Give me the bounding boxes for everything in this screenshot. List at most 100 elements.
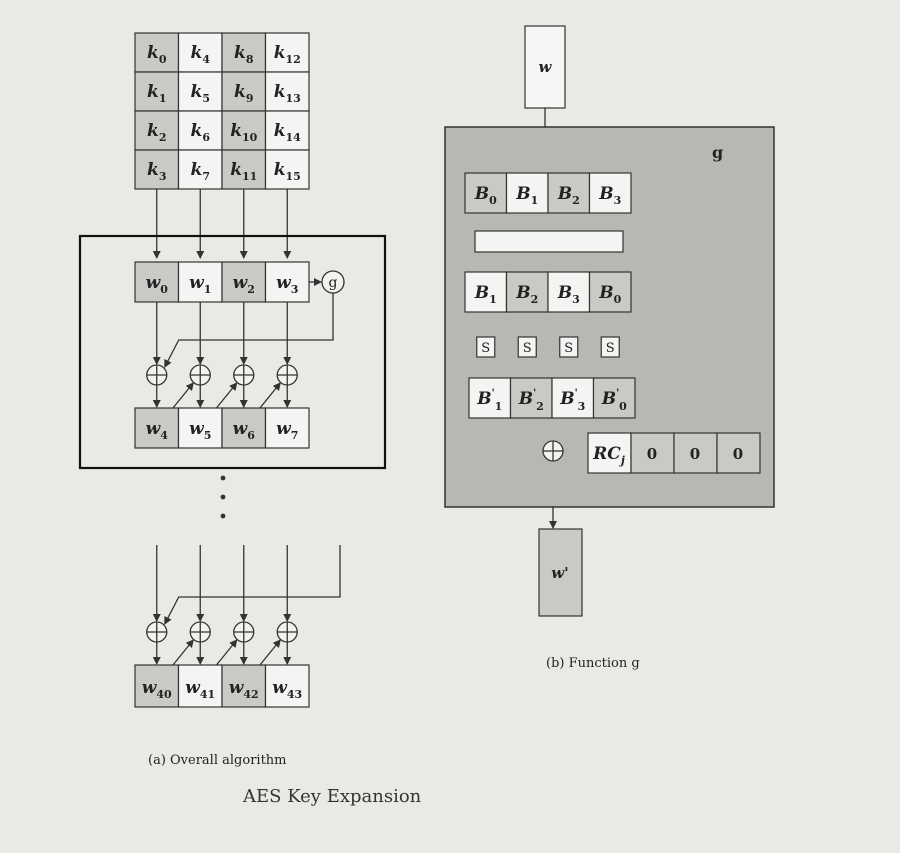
word-cell: [134, 407, 180, 449]
key-cell-label: k12: [274, 43, 301, 66]
function-g-label: g: [712, 143, 723, 162]
key-cell-label: k13: [274, 82, 301, 105]
byte-cell: [588, 172, 632, 214]
caption-overall-algorithm: (a) Overall algorithm: [148, 753, 287, 768]
key-cell-label: k9: [234, 82, 253, 105]
word-cell-label: w0: [146, 273, 169, 296]
byte-cell: [464, 271, 508, 313]
word-cell: [264, 407, 310, 449]
byte-cell: [547, 172, 591, 214]
word-cell: [221, 664, 267, 708]
key-cell-label: k2: [147, 121, 166, 144]
key-cell-label: k10: [230, 121, 257, 144]
g-function-node: [321, 270, 345, 294]
rcon-zero-cell: [630, 432, 675, 474]
sbox: [600, 336, 620, 358]
byte-cell: [468, 377, 512, 419]
word-cell-label: w2: [233, 273, 255, 296]
caption-function-g: (b) Function g: [546, 656, 640, 671]
rcon-zero-label: 0: [733, 445, 743, 463]
sbox-label: S: [523, 341, 532, 356]
key-cell: [264, 149, 310, 190]
sbox: [517, 336, 537, 358]
g-output-box: [538, 528, 583, 617]
byte-cell-label: B0: [598, 283, 621, 306]
sbox-label: S: [606, 341, 615, 356]
word-cell: [134, 664, 180, 708]
byte-cell: [547, 271, 591, 313]
word-cell: [177, 664, 223, 708]
byte-cell-label: B0: [474, 184, 497, 207]
key-cell: [134, 149, 180, 190]
byte-cell-label: B2: [557, 184, 580, 207]
rcon-cell: [587, 432, 632, 474]
key-cell-label: k6: [191, 121, 211, 144]
byte-cell: [588, 271, 632, 313]
ellipsis-dot: [220, 475, 226, 481]
key-cell: [221, 71, 267, 112]
byte-cell-label: B'1: [476, 388, 502, 413]
g-input-box: [524, 25, 566, 109]
key-cell-label: k11: [230, 160, 257, 183]
word-cell-label: w1: [189, 273, 211, 296]
word-cell-label: w40: [142, 678, 172, 701]
byte-cell: [464, 172, 508, 214]
figure-title: AES Key Expansion: [242, 786, 422, 807]
g-input-label: w: [539, 58, 553, 76]
rcon-zero-cell: [716, 432, 761, 474]
word-cell-label: w7: [276, 419, 298, 442]
sbox: [476, 336, 496, 358]
sbox-label: S: [481, 341, 490, 356]
rcon-label: RCj: [592, 444, 625, 467]
key-cell-label: k3: [147, 160, 166, 183]
byte-cell-label: B1: [515, 184, 538, 207]
rotword-box: [474, 230, 624, 253]
key-cell-label: k5: [191, 82, 210, 105]
word-cell: [177, 407, 223, 449]
key-cell-label: k4: [191, 43, 211, 66]
round1-g-feedback: [164, 293, 334, 368]
key-cell-label: k15: [274, 160, 301, 183]
word-cell: [134, 261, 180, 303]
key-cell: [221, 110, 267, 151]
word-cell-label: w6: [233, 419, 256, 442]
g-node-label: g: [329, 275, 338, 291]
key-cell-label: k8: [234, 43, 254, 66]
word-cell-label: w43: [272, 678, 302, 701]
byte-cell-label: B'3: [559, 388, 585, 413]
rcon-zero-label: 0: [690, 445, 700, 463]
word-cell: [264, 261, 310, 303]
word-cell-label: w5: [189, 419, 211, 442]
key-cell-label: k14: [274, 121, 301, 144]
byte-cell: [505, 172, 549, 214]
rcon-zero-label: 0: [647, 445, 657, 463]
sbox-label: S: [564, 341, 573, 356]
word-cell-label: w3: [276, 273, 298, 296]
byte-cell-label: B1: [474, 283, 497, 306]
rcon-zero-cell: [673, 432, 718, 474]
ellipsis-dot: [220, 494, 226, 500]
byte-cell: [592, 377, 636, 419]
last-round-g-feedback: [164, 545, 341, 625]
word-cell-label: w42: [229, 678, 259, 701]
ellipsis-dot: [220, 513, 226, 519]
byte-cell-label: B2: [515, 283, 538, 306]
word-cell-label: w4: [146, 419, 169, 442]
byte-cell-label: B'2: [518, 388, 544, 413]
key-cell-label: k7: [191, 160, 210, 183]
byte-cell-label: B3: [557, 283, 580, 306]
key-cell-label: k0: [147, 43, 167, 66]
key-cell: [221, 149, 267, 190]
g-output-label: w': [551, 564, 569, 582]
byte-cell-label: B3: [598, 184, 621, 207]
word-cell: [264, 664, 310, 708]
key-cell: [134, 32, 180, 73]
sbox: [559, 336, 579, 358]
key-cell-label: k1: [147, 82, 166, 105]
round-highlight-box: [78, 234, 387, 470]
word-cell-label: w41: [185, 678, 215, 701]
key-cell: [264, 71, 310, 112]
byte-cell-label: B'0: [601, 388, 627, 413]
